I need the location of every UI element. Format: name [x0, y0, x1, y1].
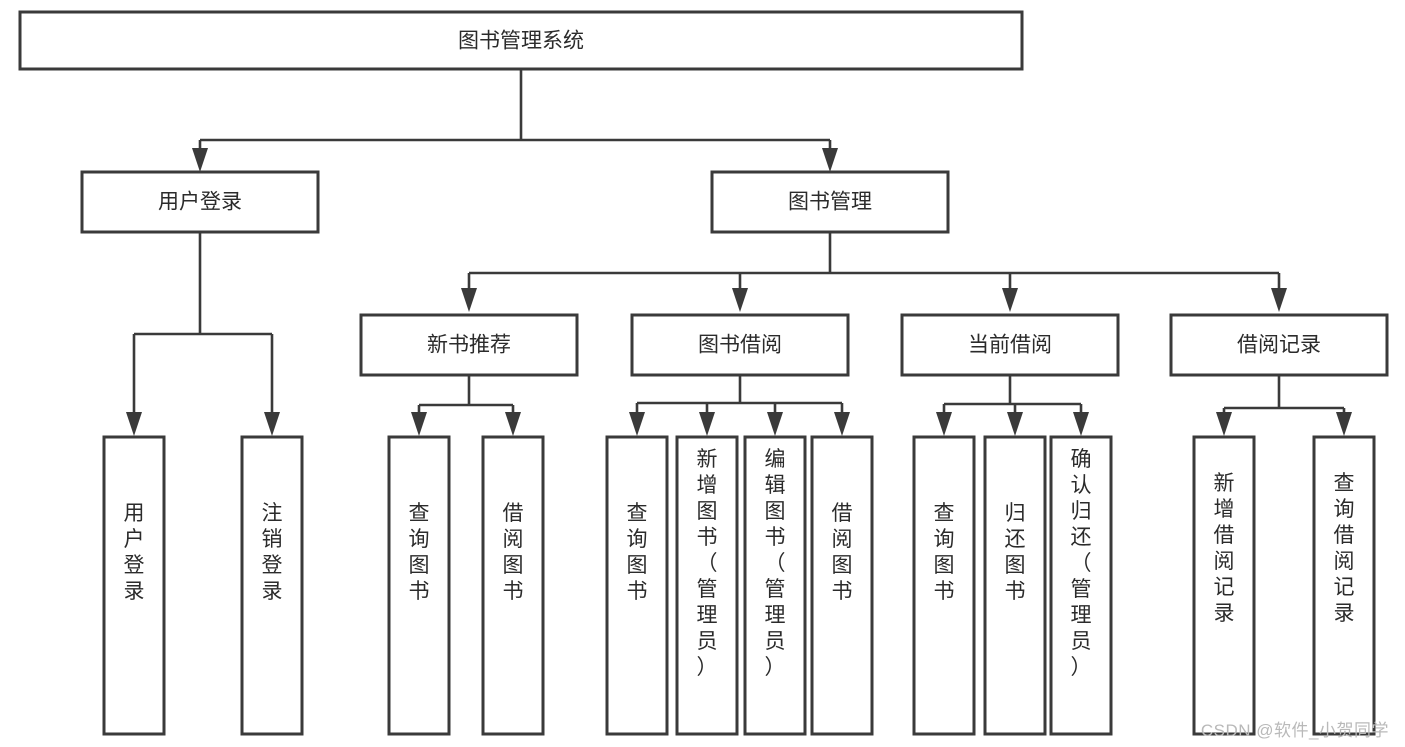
node-leaf-user-login-label: 用户登录: [124, 502, 145, 603]
node-book-borrow-label: 图书借阅: [698, 334, 782, 357]
node-leaf-add-borrow-record-label: 新增借阅记录: [1214, 472, 1235, 625]
connectors-layer: [126, 69, 1352, 436]
node-book-borrow[interactable]: 图书借阅: [630, 313, 850, 377]
node-leaf-logout[interactable]: 注销登录: [240, 435, 304, 736]
node-leaf-add-book-admin[interactable]: 新增图书（管理员）: [675, 435, 739, 736]
edge-bookborrow-to-leaves: [629, 375, 850, 436]
node-leaf-query-books-borrow[interactable]: 查询图书: [605, 435, 669, 736]
node-user-login-label: 用户登录: [158, 191, 242, 214]
node-leaf-logout-label: 注销登录: [262, 502, 283, 603]
edge-userlogin-to-leaves: [126, 232, 280, 436]
edge-newbook-to-leaves: [411, 375, 521, 436]
node-root-label: 图书管理系统: [458, 30, 584, 53]
node-leaf-add-book-admin-label: 新增图书（管理员）: [697, 448, 718, 679]
edge-borrowrecords-to-leaves: [1216, 375, 1352, 436]
node-new-book-recommend[interactable]: 新书推荐: [359, 313, 579, 377]
node-leaf-query-books-current[interactable]: 查询图书: [912, 435, 976, 736]
node-leaf-query-books-current-label: 查询图书: [934, 502, 955, 603]
edge-bookmanagement-to-level2: [461, 232, 1287, 312]
node-leaf-edit-book-admin[interactable]: 编辑图书（管理员）: [743, 435, 807, 736]
node-new-book-recommend-label: 新书推荐: [427, 334, 511, 357]
node-leaf-query-books-recommend[interactable]: 查询图书: [387, 435, 451, 736]
node-leaf-borrow-books[interactable]: 借阅图书: [810, 435, 874, 736]
node-leaf-confirm-return-admin-label: 确认归还（管理员）: [1071, 448, 1092, 679]
node-leaf-query-borrow-record-label: 查询借阅记录: [1334, 472, 1355, 625]
node-leaf-user-login[interactable]: 用户登录: [102, 435, 166, 736]
node-book-management-label: 图书管理: [788, 191, 872, 214]
node-leaf-query-books-recommend-label: 查询图书: [409, 502, 430, 603]
node-leaf-confirm-return-admin[interactable]: 确认归还（管理员）: [1049, 435, 1113, 736]
node-leaf-query-books-borrow-label: 查询图书: [627, 502, 648, 603]
node-leaf-return-books[interactable]: 归还图书: [983, 435, 1047, 736]
node-current-borrow-label: 当前借阅: [968, 334, 1052, 357]
edge-currentborrow-to-leaves: [936, 375, 1089, 436]
node-leaf-borrow-books-label: 借阅图书: [832, 502, 853, 603]
node-borrow-records-label: 借阅记录: [1237, 334, 1321, 357]
edge-root-to-level1: [192, 69, 838, 172]
node-leaf-edit-book-admin-label: 编辑图书（管理员）: [765, 448, 786, 679]
node-root[interactable]: 图书管理系统: [18, 10, 1024, 71]
node-user-login[interactable]: 用户登录: [80, 170, 320, 234]
node-leaf-add-borrow-record[interactable]: 新增借阅记录: [1192, 435, 1256, 736]
node-leaf-return-books-label: 归还图书: [1005, 502, 1026, 603]
node-borrow-records[interactable]: 借阅记录: [1169, 313, 1389, 377]
node-leaf-query-borrow-record[interactable]: 查询借阅记录: [1312, 435, 1376, 736]
node-current-borrow[interactable]: 当前借阅: [900, 313, 1120, 377]
node-leaf-borrow-books-recommend-label: 借阅图书: [503, 502, 524, 603]
node-leaf-borrow-books-recommend[interactable]: 借阅图书: [481, 435, 545, 736]
node-book-management[interactable]: 图书管理: [710, 170, 950, 234]
